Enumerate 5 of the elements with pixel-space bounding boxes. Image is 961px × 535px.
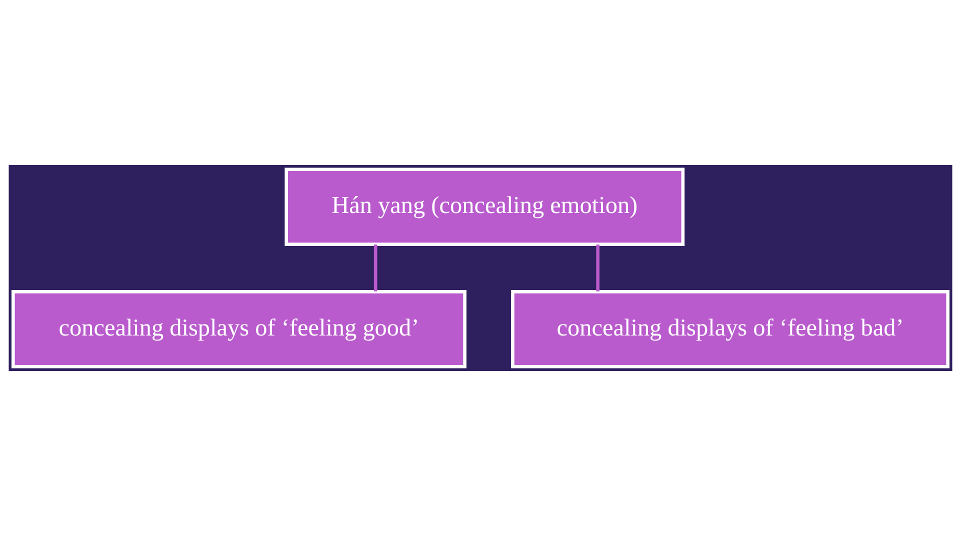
connector [596,244,600,291]
node-box: concealing displays of ‘feeling bad’ [511,290,950,368]
connector [374,244,378,291]
node-box: Hán yang (concealing emotion) [284,167,685,246]
node-box: concealing displays of ‘feeling good’ [12,290,466,368]
